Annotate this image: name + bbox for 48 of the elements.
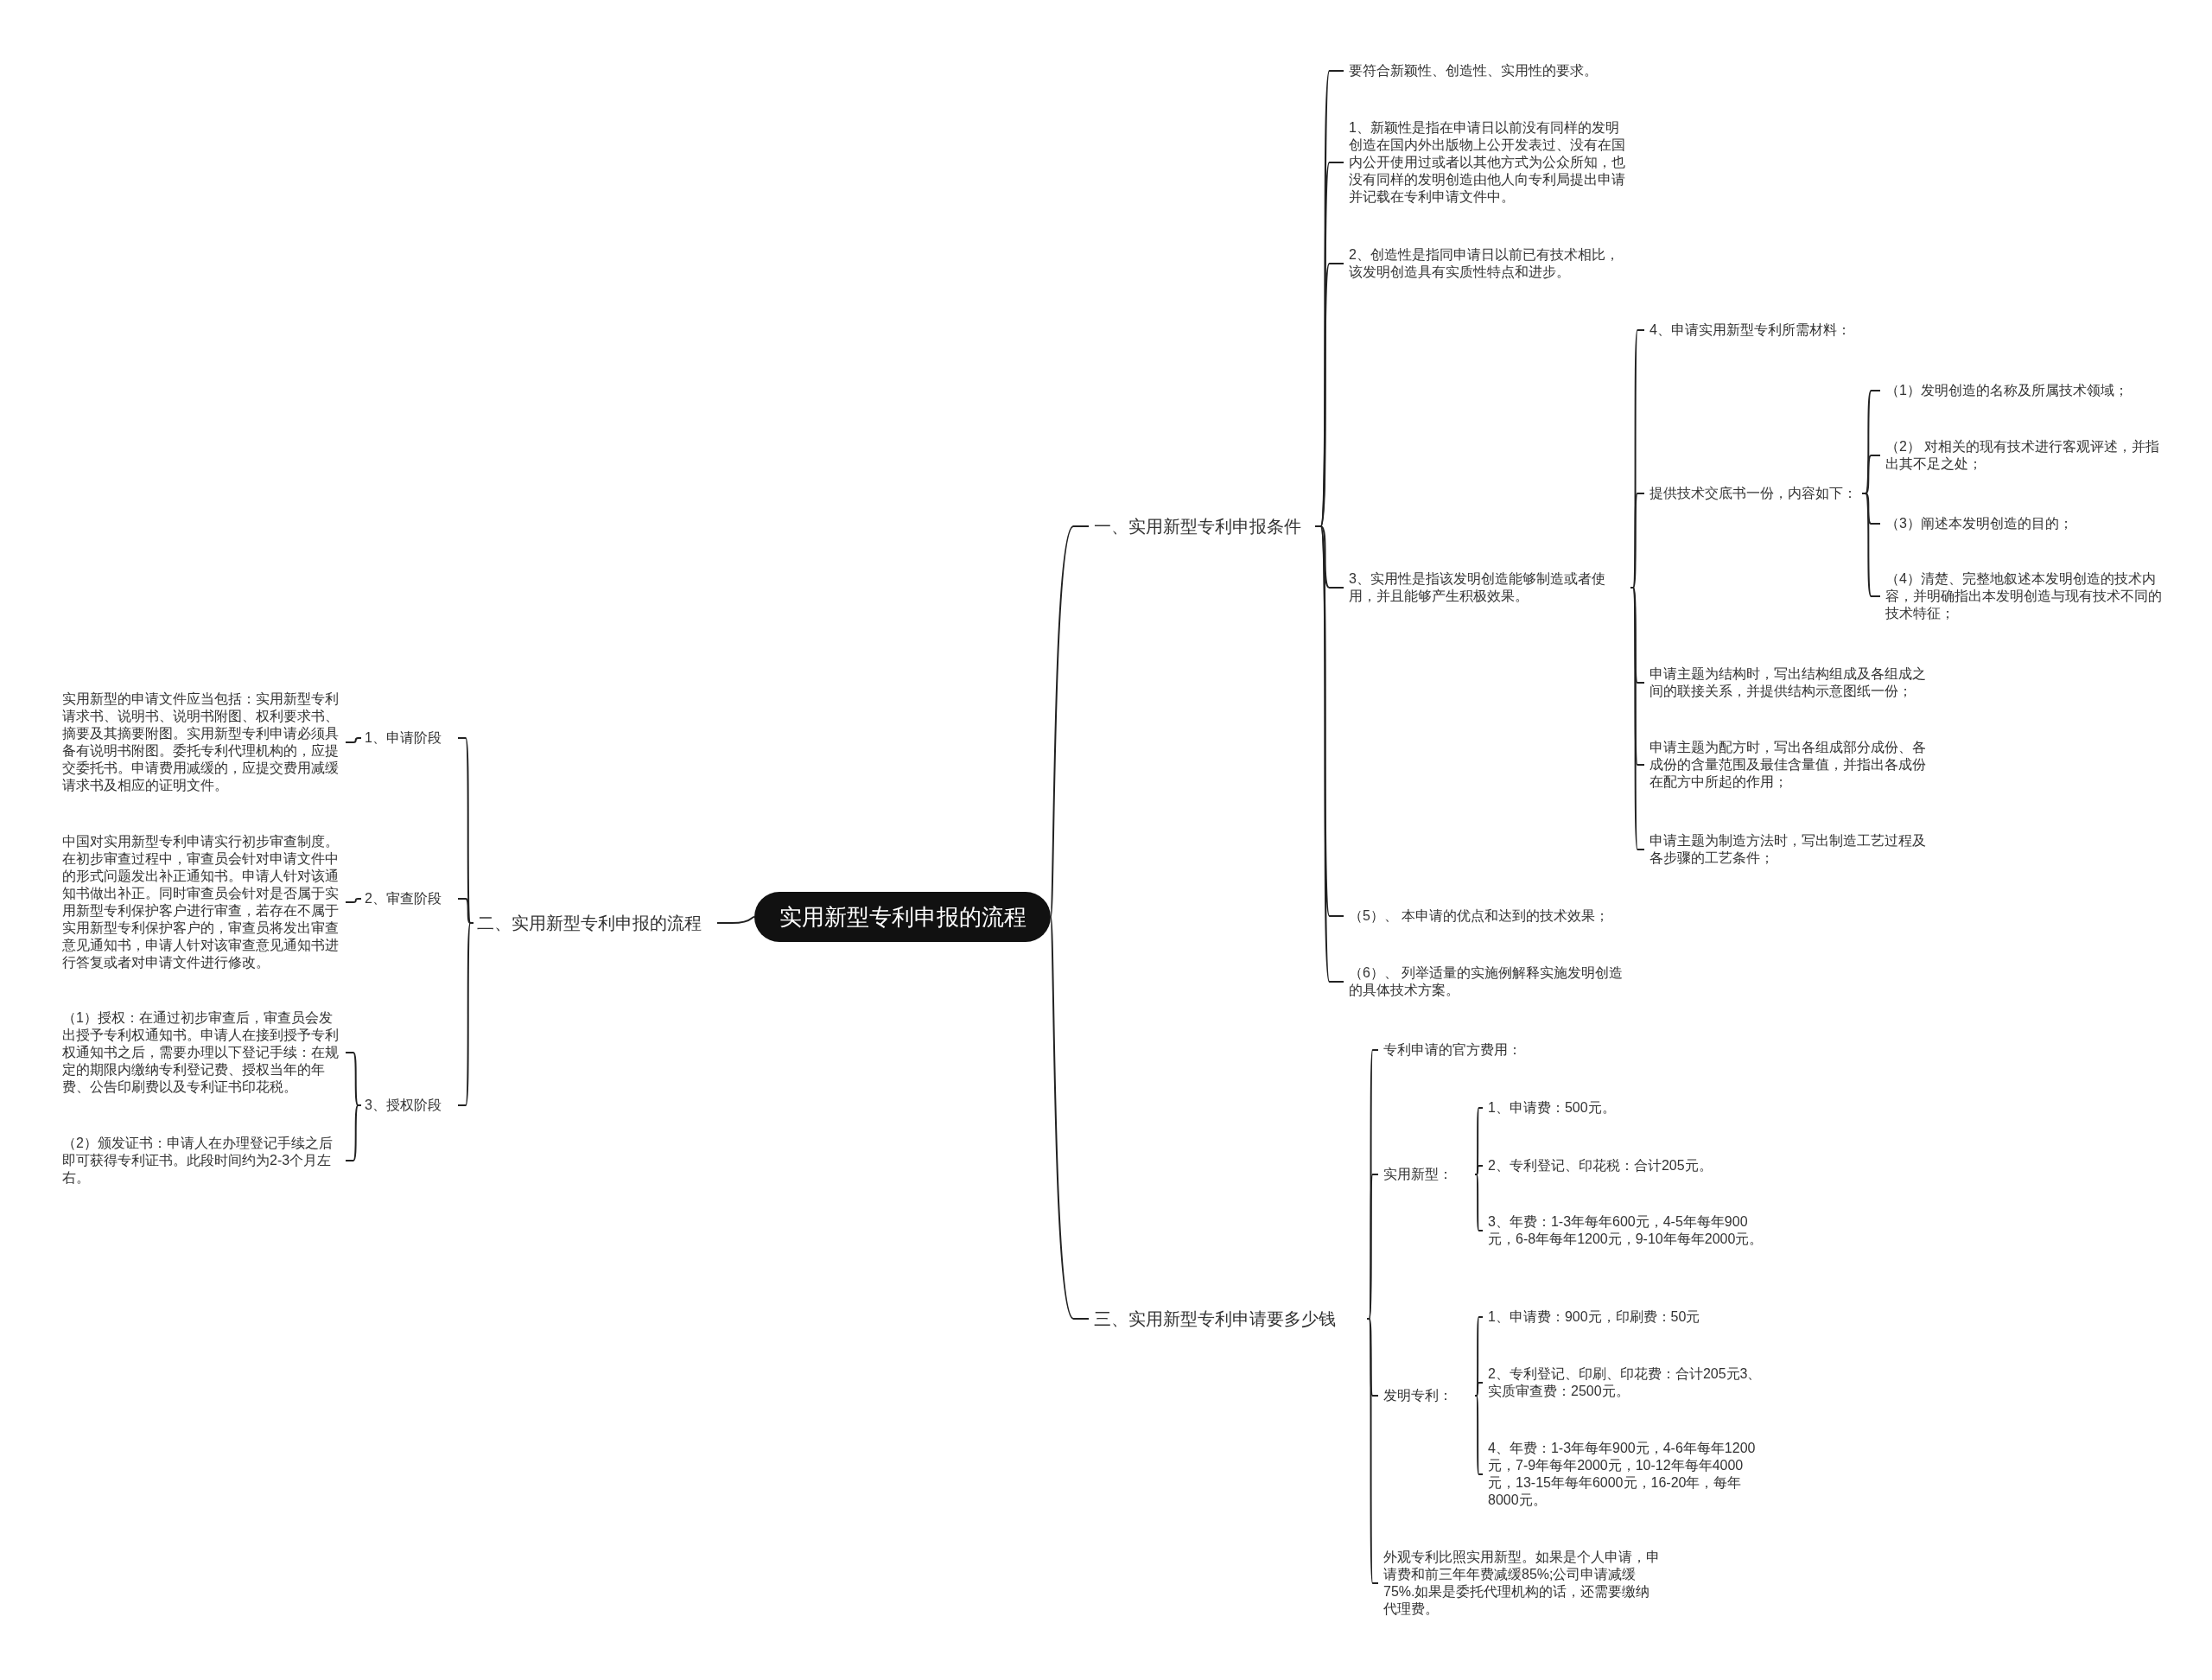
topic-text: 1、申请费：500元。 bbox=[1484, 1098, 1744, 1118]
connector-line bbox=[1474, 1395, 1484, 1475]
connector-line bbox=[345, 1104, 362, 1161]
connector-line bbox=[1050, 916, 1090, 1320]
connector-line bbox=[345, 737, 362, 743]
topic-text: 要符合新颖性、创造性、实用性的要求。 bbox=[1345, 60, 1656, 81]
branch-topic: 三、实用新型专利申请要多少钱 bbox=[1090, 1306, 1367, 1332]
topic-text: 外观专利比照实用新型。如果是个人申请，申请费和前三年年费减缓85%;公司申请减缓75%.如果是委托代理机构的话，还需要缴纳代理费。 bbox=[1380, 1547, 1665, 1620]
topic-text: 4、年费：1-3年每年900元，4-6年每年1200元，7-9年每年2000元，10-12年每年4000元，13-15年每年6000元，16-20年，每年8000元。 bbox=[1484, 1438, 1770, 1511]
topic-text: （4）清楚、完整地叙述本发明创造的技术内容，并明确指出本发明创造与现有技术不同的技术特征； bbox=[1882, 569, 2167, 624]
root-topic: 实用新型专利申报的流程 bbox=[754, 892, 1051, 942]
topic-text: 1、申请费：900元，印刷费：50元 bbox=[1484, 1307, 1770, 1327]
topic-text: （3）阐述本发明创造的目的； bbox=[1882, 513, 2167, 534]
connector-line bbox=[1050, 525, 1090, 918]
connector-line bbox=[345, 898, 362, 903]
topic-text: 实用新型的申请文件应当包括：实用新型专利请求书、说明书、说明书附图、权利要求书、摘要及其摘要附图。实用新型专利申请必须具备有说明书附图。委托专利代理机构的，应提交委托书。申请费用减缓的，应提交费用减缓请求书及相应的证明文件。 bbox=[59, 689, 344, 796]
topic-text: 2、专利登记、印花税：合计205元。 bbox=[1484, 1155, 1744, 1176]
topic-text: 3、年费：1-3年每年600元，4-5年每年900元，6-8年每年1200元，9-10年每年2000元。 bbox=[1484, 1212, 1770, 1250]
topic-text: 中国对实用新型专利申请实行初步审查制度。在初步审查过程中，审查员会针对申请文件中的形式问题发出补正通知书。申请人针对该通知书做出补正。同时审查员会针对是否属于实用新型专利保护客户进行审查，若存在不属于实用新型专利保护客户的，审查员将发出审查意见通知书，申请人针对该审查意见通知书进行答复或者对申请文件进行修改。 bbox=[59, 831, 344, 973]
topic-text: （1）发明创造的名称及所属技术领域； bbox=[1882, 380, 2184, 401]
topic-text: 提供技术交底书一份，内容如下： bbox=[1646, 483, 1862, 504]
branch-topic: 一、实用新型专利申报条件 bbox=[1090, 513, 1315, 539]
topic-text: 申请主题为结构时，写出结构组成及各组成之间的联接关系，并提供结构示意图纸一份； bbox=[1646, 664, 1931, 702]
connector-line bbox=[1474, 1174, 1484, 1231]
topic-text: 发明专利： bbox=[1380, 1385, 1475, 1406]
topic-text: （5）、 本申请的优点和达到的技术效果； bbox=[1345, 906, 1656, 926]
topic-text: 申请主题为配方时，写出各组成部分成份、各成份的含量范围及最佳含量值，并指出各成份在配方中所起的作用； bbox=[1646, 737, 1931, 792]
branch-topic: 二、实用新型专利申报的流程 bbox=[474, 910, 715, 936]
topic-text: （1）授权：在通过初步审查后，审查员会发出授予专利权通知书。申请人在接到授予专利权通知书之后，需要办理以下登记手续：在规定的期限内缴纳专利登记费、授权当年的年费、公告印刷费以及专利证书印花税。 bbox=[59, 1008, 344, 1098]
topic-text: 3、授权阶段 bbox=[361, 1095, 456, 1116]
topic-text: 2、创造性是指同申请日以前已有技术相比，该发明创造具有实质性特点和进步。 bbox=[1345, 245, 1630, 283]
connector-line bbox=[1366, 1318, 1379, 1584]
topic-text: （6）、 列举适量的实施例解释实施发明创造的具体技术方案。 bbox=[1345, 963, 1630, 1001]
topic-text: 1、新颖性是指在申请日以前没有同样的发明创造在国内外出版物上公开发表过、没有在国内公开使用过或者以其他方式为公众所知，也没有同样的发明创造由他人向专利局提出申请并记载在专利申请文件中。 bbox=[1345, 118, 1630, 207]
connector-line bbox=[716, 916, 755, 924]
connector-line bbox=[1630, 587, 1645, 850]
topic-text: （2）颁发证书：申请人在办理登记手续之后即可获得专利证书。此段时间约为2-3个月左右。 bbox=[59, 1133, 344, 1188]
topic-text: 3、实用性是指该发明创造能够制造或者使用，并且能够产生积极效果。 bbox=[1345, 569, 1630, 607]
topic-text: 申请主题为制造方法时，写出制造工艺过程及各步骤的工艺条件； bbox=[1646, 830, 1931, 869]
topic-text: 2、专利登记、印刷、印花费：合计205元3、实质审查费：2500元。 bbox=[1484, 1364, 1770, 1402]
connector-line bbox=[1474, 1165, 1484, 1175]
topic-text: 4、申请实用新型专利所需材料： bbox=[1646, 320, 1905, 340]
topic-text: 专利申请的官方费用： bbox=[1380, 1040, 1605, 1060]
topic-text: 2、审查阶段 bbox=[361, 888, 456, 909]
topic-text: 1、申请阶段 bbox=[361, 728, 456, 748]
topic-text: 实用新型： bbox=[1380, 1164, 1475, 1185]
topic-text: （2） 对相关的现有技术进行客观评述，并指出其不足之处； bbox=[1882, 436, 2167, 474]
connector-line bbox=[1474, 1382, 1484, 1397]
